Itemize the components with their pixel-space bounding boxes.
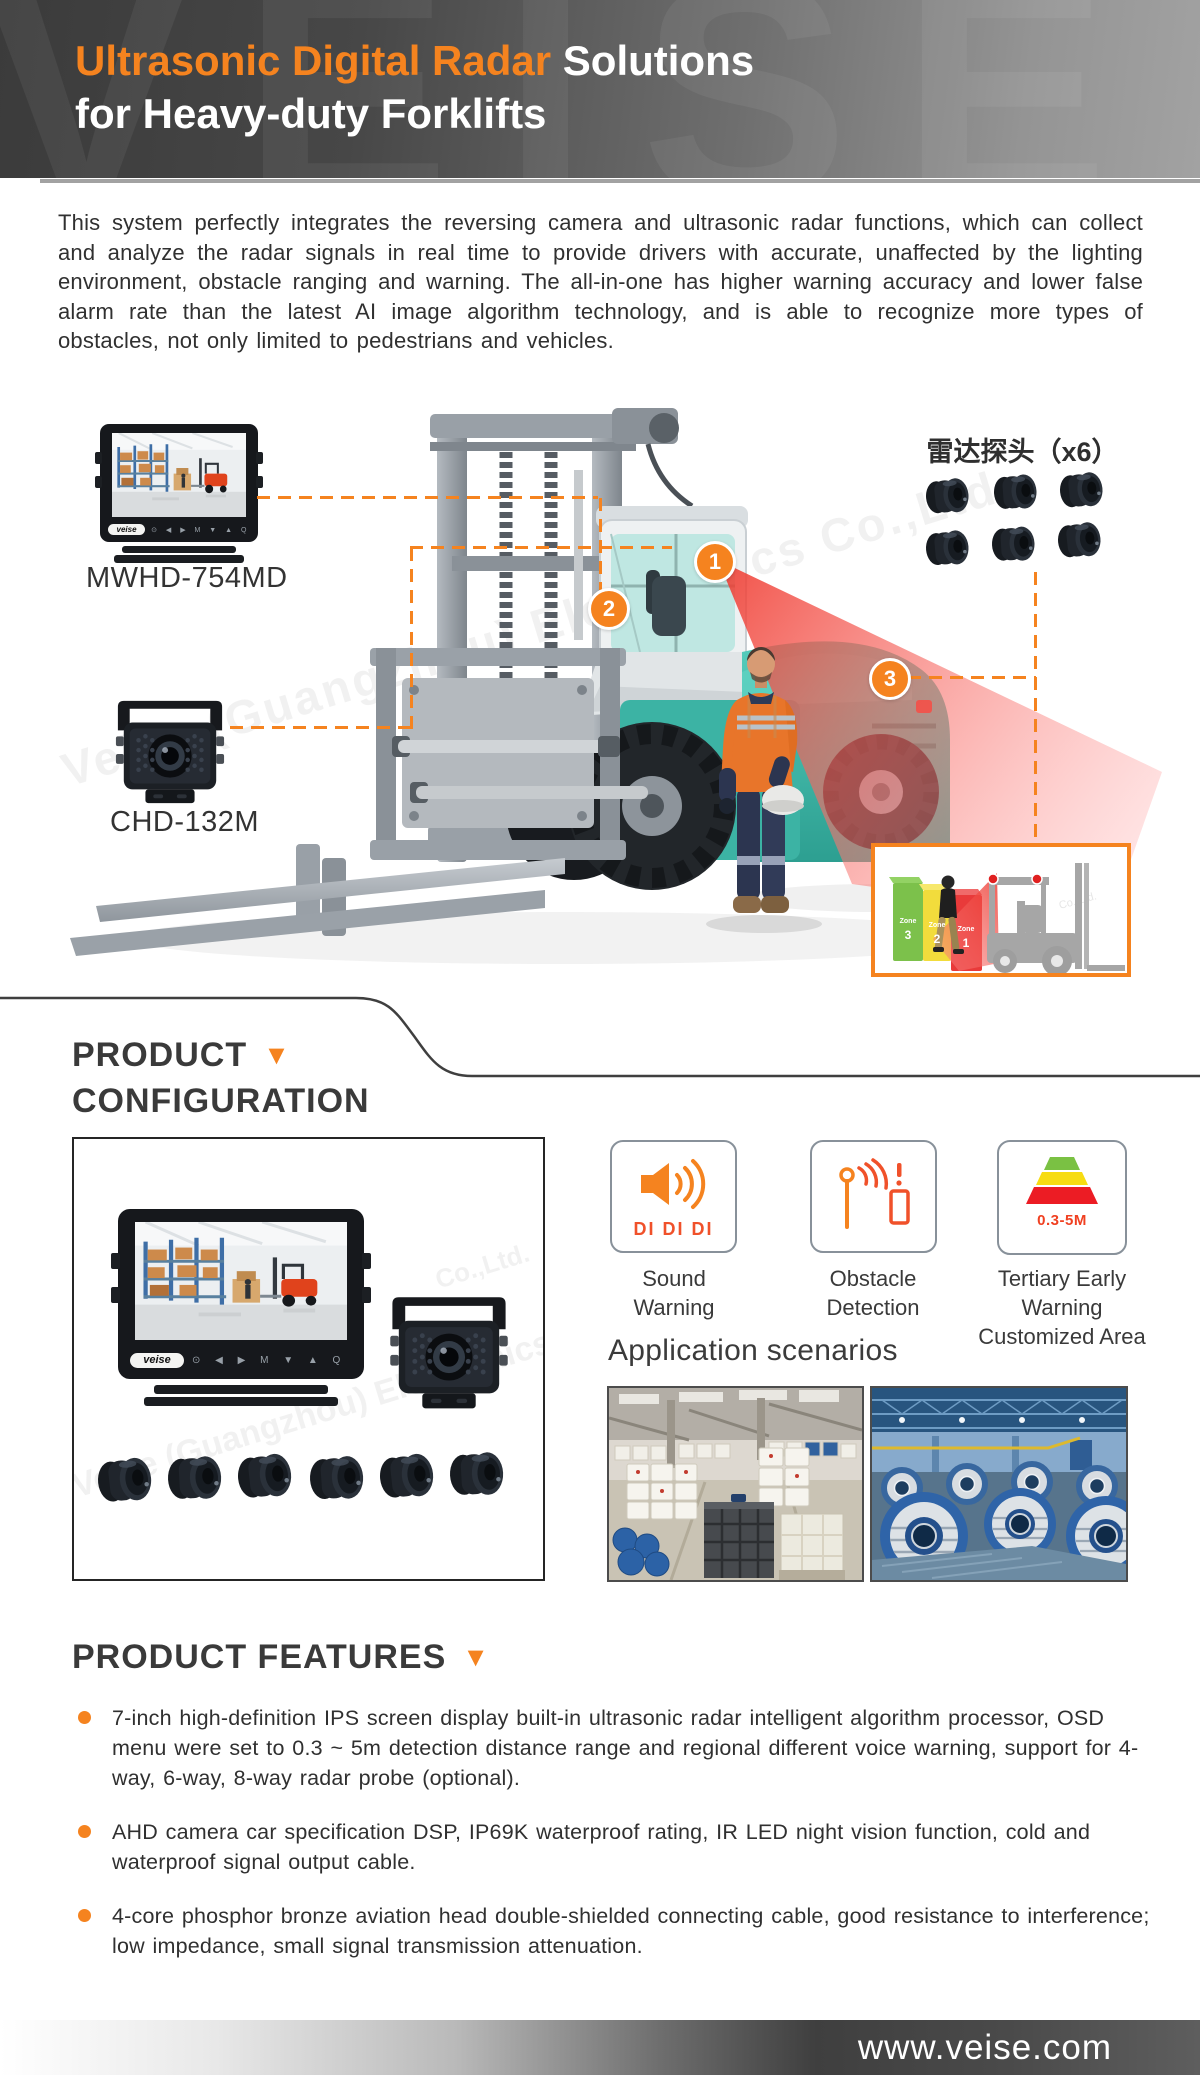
feature-text-1: 7-inch high-definition IPS screen displa…	[112, 1706, 1139, 1790]
kit-brand-logo: veise	[130, 1352, 184, 1368]
features-triangle-icon: ▼	[462, 1642, 490, 1672]
product-kit-image: Veise (Guangzhou) Electronics Co.,Ltd. C…	[72, 1137, 545, 1581]
location-badge-1: 1	[694, 541, 736, 583]
intro-paragraph: This system perfectly integrates the rev…	[58, 210, 1143, 354]
system-diagram: Veise (Guangzhou) Electronics Co.,Ltd.	[0, 300, 1200, 1000]
footer-url-link[interactable]: www.veise.com	[857, 2028, 1112, 2067]
page-title-line1: Ultrasonic Digital Radar Solutions	[75, 34, 754, 87]
header: VEISE Ultrasonic Digital Radar Solutions…	[0, 0, 1200, 178]
obstacle-label: Obstacle Detection	[826, 1266, 920, 1320]
config-heading-line1: PRODUCT	[72, 1036, 248, 1074]
warning-zones-icon	[1026, 1157, 1098, 1204]
svg-text:3: 3	[905, 928, 912, 942]
page-title-rest: Solutions	[551, 37, 755, 84]
kit-sensors-image	[96, 1451, 505, 1505]
features-heading: PRODUCT FEATURES ▼	[72, 1634, 490, 1680]
sound-caption: DI DI DI	[633, 1219, 714, 1239]
connector-camera-rise	[410, 548, 413, 729]
page-title: Ultrasonic Digital Radar Solutions for H…	[75, 34, 754, 140]
features-list: 7-inch high-definition IPS screen displa…	[72, 1703, 1150, 1985]
kit-monitor-screen-image	[135, 1222, 347, 1340]
feature-text-2: AHD camera car specification DSP, IP69K …	[112, 1820, 1091, 1874]
monitor-label: MWHD-754MD	[86, 562, 288, 594]
header-watermark: VEISE	[0, 0, 1162, 178]
zones-label: Tertiary Early Warning Customized Area	[978, 1266, 1146, 1349]
connector-monitor-drop	[599, 498, 602, 590]
page-title-accent: Ultrasonic Digital Radar	[75, 37, 552, 84]
bullet-dot	[78, 1711, 91, 1724]
section-divider	[0, 996, 1200, 1078]
connector-probe-line	[908, 676, 1036, 679]
location-badge-3: 3	[869, 658, 911, 700]
config-heading-line2: CONFIGURATION	[72, 1082, 370, 1120]
feature-card-sound: DI DI DI	[610, 1140, 737, 1253]
detection-zone-graphic: Co.,Ltd.	[889, 863, 1125, 976]
worker-figure	[706, 647, 822, 933]
obstacle-detection-icon	[838, 1158, 910, 1229]
camera-product-image	[115, 700, 225, 804]
feature-card-zones: 0.3-5M	[997, 1140, 1127, 1255]
scenarios-title: Application scenarios	[608, 1334, 898, 1367]
svg-text:Zone: Zone	[929, 922, 946, 929]
bullet-dot	[78, 1825, 91, 1838]
page-title-line2: for Heavy-duty Forklifts	[75, 90, 547, 137]
svg-text:Zone: Zone	[900, 918, 917, 925]
warehouse-photo-graphic	[609, 1388, 862, 1580]
kit-camera-image	[390, 1297, 508, 1409]
svg-text:1: 1	[963, 936, 970, 950]
camera-label: CHD-132M	[110, 806, 260, 838]
features-heading-text: PRODUCT FEATURES	[72, 1638, 447, 1676]
feature-card-obstacle	[810, 1140, 937, 1253]
monitor-product-image: veise ⊙ ◀ ▶ M ▼ ▲ Q	[95, 424, 263, 564]
mini-forklift-silhouette	[987, 863, 1125, 976]
radar-probes-image	[924, 471, 1105, 567]
connector-monitor-line	[257, 496, 598, 499]
kit-monitor-image: veise ⊙ ◀ ▶ M ▼ ▲ Q	[111, 1209, 371, 1409]
connector-probe-drop	[1034, 572, 1037, 843]
triangle-down-icon: ▼	[263, 1040, 291, 1070]
detection-zone-inset: Co.,Ltd.	[871, 843, 1131, 977]
detection-cone	[718, 560, 1162, 908]
scenario-photo-warehouse	[607, 1386, 864, 1582]
svg-text:2: 2	[934, 932, 941, 946]
monitor-buttons: ⊙ ◀ ▶ M ▼ ▲ Q	[151, 526, 250, 534]
speaker-icon	[640, 1159, 705, 1209]
feature-bullet-1: 7-inch high-definition IPS screen displa…	[72, 1703, 1150, 1793]
scenario-photo-steel-coils	[870, 1386, 1128, 1582]
connector-camera-line	[230, 726, 412, 729]
feature-text-3: 4-core phosphor bronze aviation head dou…	[112, 1904, 1150, 1958]
feature-bullet-2: AHD camera car specification DSP, IP69K …	[72, 1817, 1150, 1877]
sound-label: Sound Warning	[633, 1266, 715, 1320]
svg-text:Zone: Zone	[958, 926, 975, 933]
monitor-screen-image	[112, 433, 246, 517]
kit-watermark-short: Co.,Ltd.	[431, 1237, 533, 1295]
steel-coils-photo-graphic	[872, 1388, 1126, 1580]
zones-caption: 0.3-5M	[1037, 1212, 1087, 1229]
connector-camera-top	[410, 546, 672, 549]
feature-bullet-3: 4-core phosphor bronze aviation head dou…	[72, 1901, 1150, 1961]
brand-logo: veise	[108, 524, 146, 535]
location-badge-2: 2	[588, 588, 630, 630]
pedestrian-icon	[933, 875, 964, 954]
header-shadow-line	[40, 179, 1200, 183]
config-heading: PRODUCT ▼ CONFIGURATION	[72, 1032, 370, 1124]
footer: www.veise.com	[0, 2020, 1200, 2075]
radar-probes-label: 雷达探头（x6）	[926, 437, 1119, 467]
kit-monitor-buttons: ⊙ ◀ ▶ M ▼ ▲ Q	[192, 1354, 347, 1366]
bullet-dot	[78, 1909, 91, 1922]
